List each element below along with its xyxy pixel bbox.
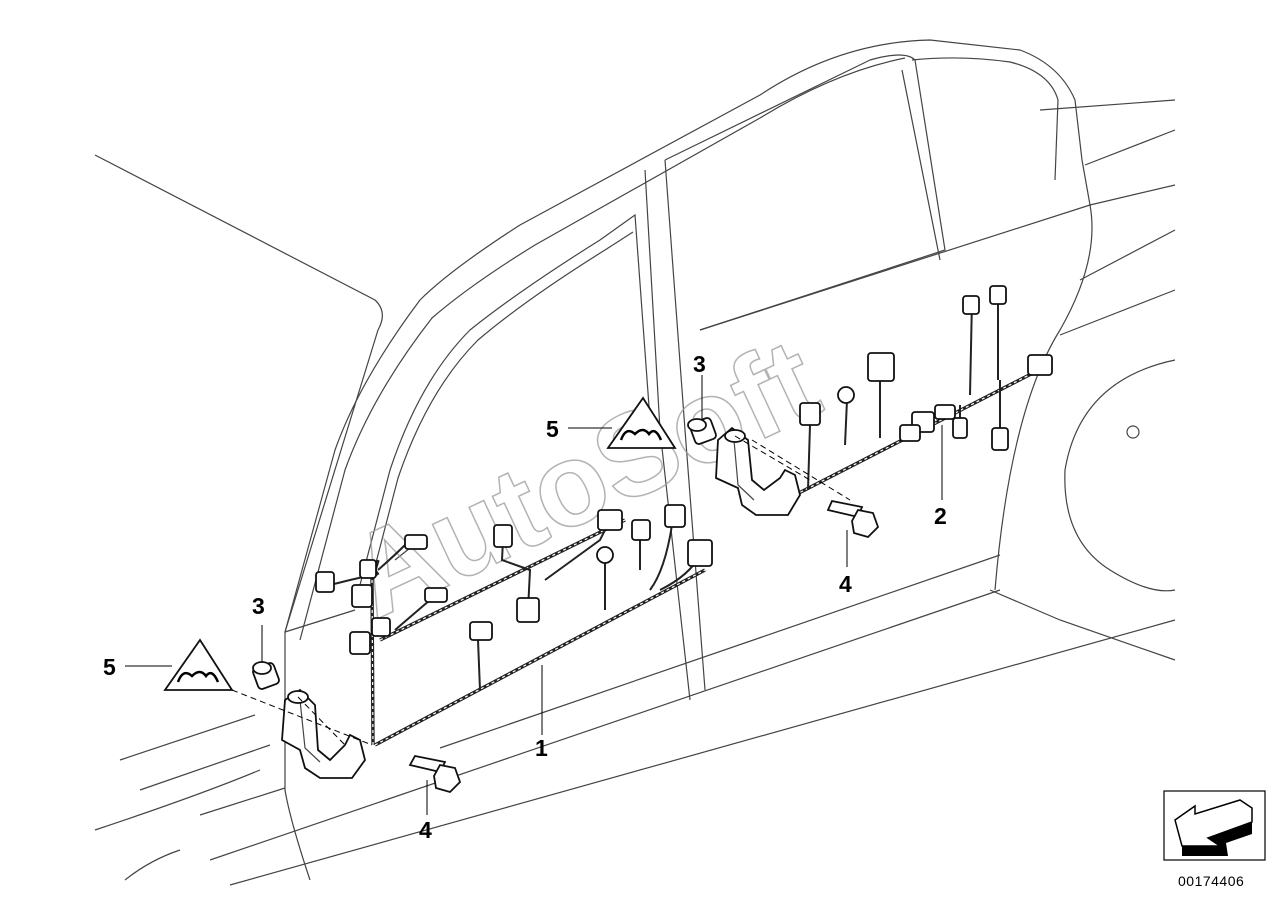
- plug-right: [687, 417, 717, 445]
- connector: [469, 621, 493, 641]
- connector: [349, 631, 371, 655]
- car-body-outline: [94, 39, 1176, 886]
- warning-triangle-icon: [606, 396, 677, 449]
- bolt-left: [408, 754, 462, 794]
- navigation-arrow-icon[interactable]: [1163, 790, 1266, 861]
- document-number: 00174406: [1178, 873, 1244, 889]
- connector: [493, 524, 513, 548]
- connector: [934, 404, 956, 420]
- connector: [687, 539, 713, 567]
- connector: [424, 587, 448, 603]
- connector: [596, 546, 614, 564]
- connector: [315, 571, 335, 593]
- callout-4-left: 4: [419, 817, 432, 843]
- connector: [404, 534, 428, 550]
- connector: [799, 402, 821, 426]
- bolt-right: [826, 499, 880, 539]
- callout-1: 1: [535, 735, 548, 761]
- door-grommet-left: [281, 688, 366, 779]
- connector: [359, 559, 377, 579]
- watermark-text: AutoSoft: [330, 313, 837, 643]
- callout-5-right: 5: [546, 416, 559, 442]
- connector: [952, 417, 968, 439]
- connector: [631, 519, 651, 541]
- connector: [597, 509, 623, 531]
- connector: [371, 617, 391, 637]
- leader-lines: [125, 375, 943, 815]
- rear-door-wiring-harness: [794, 285, 1053, 497]
- callout-2: 2: [934, 503, 947, 529]
- callout-4-right: 4: [839, 571, 852, 597]
- front-door-wiring-harness: [315, 504, 713, 747]
- connector: [962, 295, 980, 315]
- connector: [867, 352, 895, 382]
- callout-5-left: 5: [103, 654, 116, 680]
- connector: [991, 427, 1009, 451]
- connector: [1027, 354, 1053, 376]
- callout-3-right: 3: [693, 351, 706, 377]
- plug-left: [252, 661, 280, 690]
- warning-triangle-icon: [163, 638, 234, 691]
- connector: [837, 386, 855, 404]
- connector: [989, 285, 1007, 305]
- connector: [664, 504, 686, 528]
- connector: [899, 424, 921, 442]
- connector: [516, 597, 540, 623]
- connector: [351, 584, 373, 608]
- callout-3-left: 3: [252, 593, 265, 619]
